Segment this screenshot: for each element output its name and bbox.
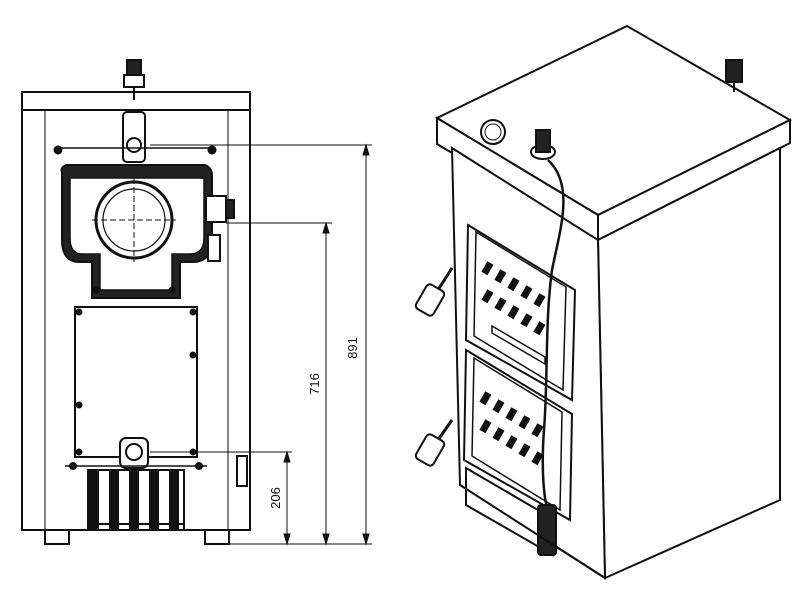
front-view [21,59,251,545]
front-top-cover [21,91,251,111]
dimension-label-891: 891 [345,337,360,359]
flow-pipe [122,111,146,163]
upper-door-viewport [491,324,546,366]
dimension-label-206: 206 [268,487,283,509]
upper-door-vents [481,261,546,336]
top-thermostat-knob [530,129,556,160]
lower-door-handle [414,419,454,467]
ash-grate [87,469,185,531]
upper-door-handle [414,267,454,317]
front-access-panel [74,306,198,458]
top-fitting-rear [725,59,743,92]
thermostat-capillary [541,159,565,511]
dimension-label-716: 716 [307,373,322,395]
flue-outlet-housing [60,164,235,299]
lower-door-vents [479,391,544,466]
return-pipe [119,437,149,469]
top-control-knob [123,59,145,100]
boiler-top-side-lip [597,118,791,242]
dimension-lines [150,143,372,546]
front-base-foot-left [44,529,70,545]
perspective-view [414,24,793,580]
lower-door [462,348,574,522]
front-base-foot-right [204,529,230,545]
